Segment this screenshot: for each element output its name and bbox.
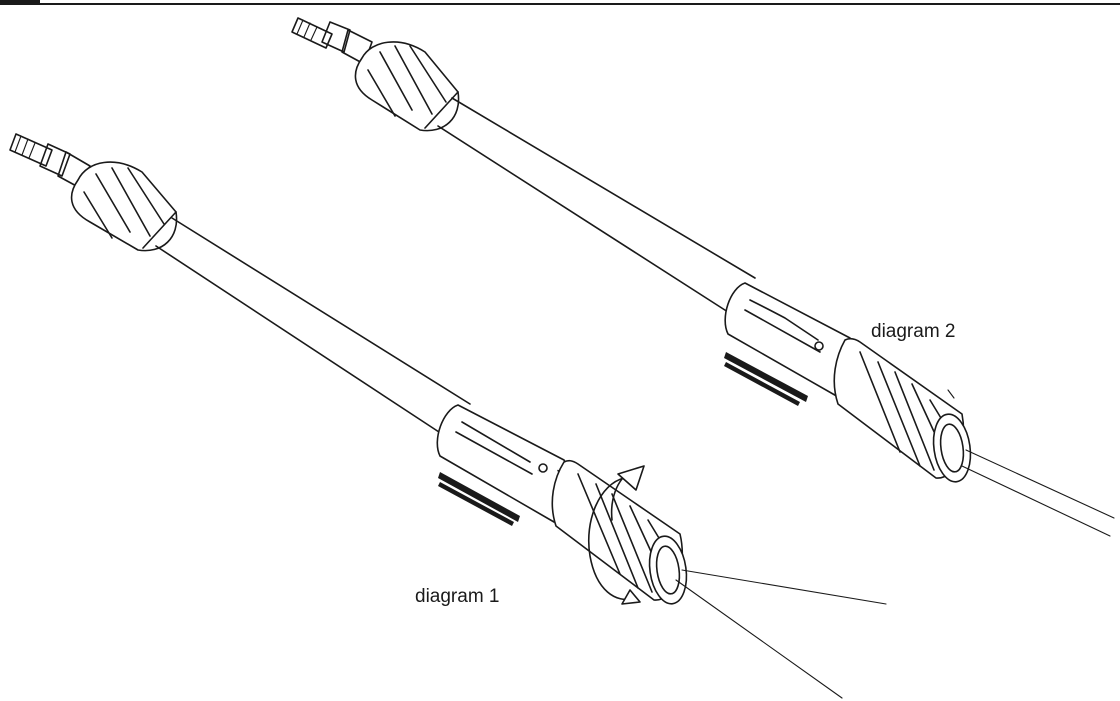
lance-1-tube — [155, 217, 471, 435]
lance-1-selector-body: ✲ — [436, 404, 569, 526]
lance-1-spray — [675, 569, 887, 699]
lance-1-nozzle-head — [551, 459, 688, 605]
lance-2: ✲ — [291, 17, 1115, 537]
lance-1-connector — [9, 133, 91, 189]
rotation-arrow-icon — [588, 465, 645, 605]
diagram-1-label: diagram 1 — [415, 586, 500, 607]
lance-2-nozzle-head — [833, 337, 972, 483]
lance-2-connector — [291, 17, 373, 65]
lance-2-spray — [947, 389, 1115, 537]
lance-1-grip-nut — [70, 161, 178, 252]
diagram-2-label: diagram 2 — [871, 321, 956, 342]
lance-2-grip-nut — [354, 41, 460, 132]
lance-1: ✲ — [9, 133, 887, 699]
lance-2-tube — [437, 97, 756, 313]
